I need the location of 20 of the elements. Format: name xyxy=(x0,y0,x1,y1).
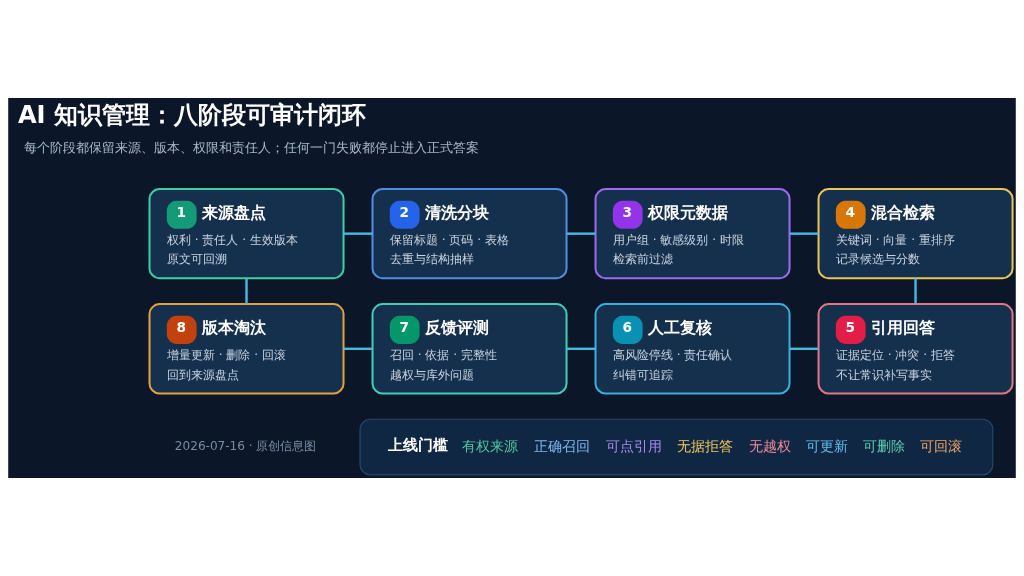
node-box: 1 来源盘点 权利 · 责任人 · 生效版本 原文可回溯 xyxy=(148,187,345,280)
connector xyxy=(343,347,373,350)
diagram-title: AI 知识管理：八阶段可审计闭环 xyxy=(17,100,366,129)
connector xyxy=(566,347,596,350)
label: 每个阶段都保留来源、版本、权限和责任人；任何一门失败都停止进入正式答案 xyxy=(24,139,480,155)
connector xyxy=(566,232,596,235)
node-box: 4 混合检索 关键词 · 向量 · 重排序 记录候选与分数 xyxy=(817,187,1014,280)
node-box: 8 版本淘汰 增量更新 · 删除 · 回滚 回到来源盘点 xyxy=(148,303,345,395)
node-box: 2 清洗分块 保留标题 · 页码 · 表格 去重与结构抽样 xyxy=(371,187,568,280)
node-box: 3 权限元数据 用户组 · 敏感级别 · 时限 检索前过滤 xyxy=(594,187,791,280)
connector xyxy=(245,278,248,304)
connector xyxy=(789,347,819,350)
connector xyxy=(789,232,819,235)
connector xyxy=(343,232,373,235)
connector xyxy=(914,278,917,304)
node-box: 6 人工复核 高风险停线 · 责任确认 纠错可追踪 xyxy=(594,303,791,395)
label: 2026-07-16 · 原创信息图 xyxy=(174,438,317,453)
node-box: 5 引用回答 证据定位 · 冲突 · 拒答 不让常识补写事实 xyxy=(817,303,1014,395)
node-box: 上线门槛 有权来源 正确召回 可点引用 无据拒答 无越权 可更新 可删除 可回滚 xyxy=(359,418,994,476)
node-box: 7 反馈评测 召回 · 依据 · 完整性 越权与库外问题 xyxy=(371,303,568,395)
